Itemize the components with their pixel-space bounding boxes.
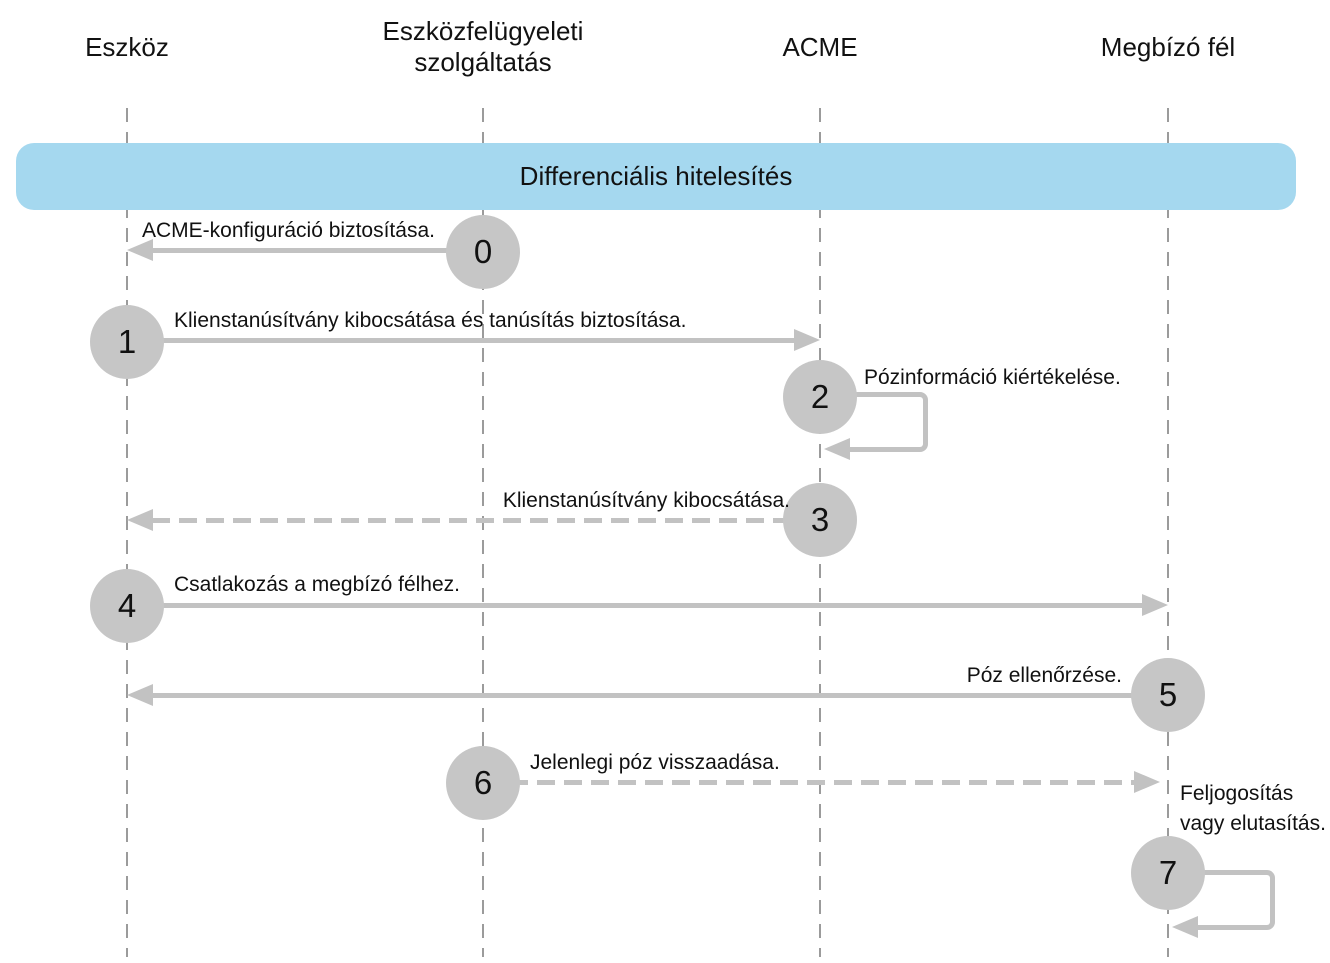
step-1-badge: 1 <box>90 305 164 379</box>
step-5-badge: 5 <box>1131 658 1205 732</box>
step-7-arrowhead-icon <box>1172 916 1198 938</box>
step-4-arrow-line <box>127 603 1145 608</box>
step-1-label: Klienstanúsítvány kibocsátása és tanúsít… <box>174 309 687 332</box>
step-0-number: 0 <box>473 233 493 270</box>
actor-label-eszkoz: Eszköz <box>85 32 169 62</box>
step-5-arrowhead-icon <box>127 684 153 706</box>
step-0-arrowhead-icon <box>127 239 153 261</box>
step-0-arrow-line <box>150 248 483 253</box>
step-2-arrowhead-icon <box>824 438 850 460</box>
step-6-label: Jelenlegi póz visszaadása. <box>530 751 780 774</box>
step-0-badge: 0 <box>446 215 520 289</box>
step-6-badge: 6 <box>446 746 520 820</box>
step-5-arrow-line <box>150 693 1168 698</box>
step-5-label: Póz ellenőrzése. <box>966 664 1122 687</box>
step-7-number: 7 <box>1158 854 1178 891</box>
lifeline-eszkozfelugyeleti-szolgaltatas <box>482 108 484 957</box>
lifeline-eszkoz <box>126 108 128 957</box>
step-4-number: 4 <box>117 587 137 624</box>
step-3-arrow-line <box>152 518 792 523</box>
step-1-arrowhead-icon <box>794 329 820 351</box>
step-2-selfloop-line <box>848 392 928 452</box>
step-7-badge: 7 <box>1131 836 1205 910</box>
step-4-arrowhead-icon <box>1142 594 1168 616</box>
step-4-badge: 4 <box>90 569 164 643</box>
step-5-number: 5 <box>1158 676 1178 713</box>
step-6-arrow-line <box>483 780 1134 785</box>
step-7-selfloop-line <box>1190 870 1275 930</box>
step-2-label: Pózinformáció kiértékelése. <box>864 366 1121 389</box>
actor-label-megbizo-fel: Megbízó fél <box>1100 32 1236 62</box>
step-1-number: 1 <box>117 323 137 360</box>
step-0-label: ACME-konfiguráció biztosítása. <box>142 219 435 242</box>
step-1-arrow-line <box>127 338 797 343</box>
phase-banner-title: Differenciális hitelesítés <box>519 161 793 191</box>
actor-label-acme: ACME <box>782 32 858 62</box>
step-4-label: Csatlakozás a megbízó félhez. <box>174 573 460 596</box>
step-2-number: 2 <box>810 378 830 415</box>
step-3-label: Klienstanúsítvány kibocsátása. <box>502 489 790 512</box>
step-2-badge: 2 <box>783 360 857 434</box>
step-6-number: 6 <box>473 764 493 801</box>
phase-banner: Differenciális hitelesítés <box>16 143 1296 210</box>
step-3-badge: 3 <box>783 483 857 557</box>
step-7-label: Feljogosítás vagy elutasítás. <box>1180 782 1326 835</box>
step-3-number: 3 <box>810 501 830 538</box>
lifeline-megbizo-fel <box>1167 108 1169 957</box>
step-6-arrowhead-icon <box>1134 771 1160 793</box>
actor-label-eszkozfelugyeleti-szolgaltatas: Eszközfelügyeleti szolgáltatás <box>382 16 584 77</box>
step-3-arrowhead-icon <box>127 509 153 531</box>
